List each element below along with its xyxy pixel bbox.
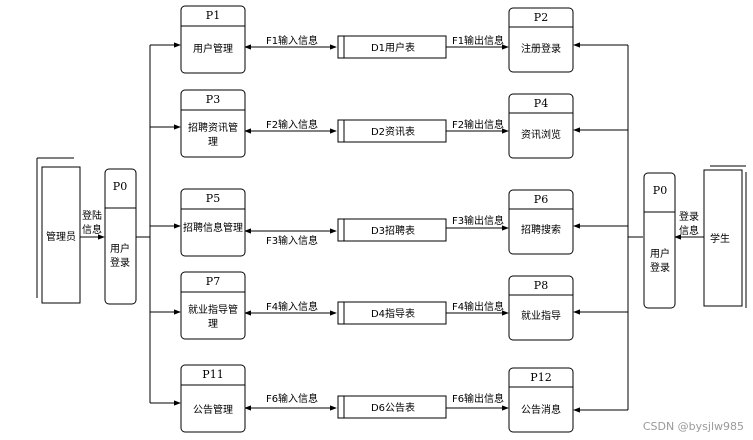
processes-p1-id: P1 [206, 9, 220, 22]
flow-f4-in-label: F4输入信息 [266, 300, 318, 313]
processes-p11-name-lines-0: 公告管理 [193, 403, 233, 416]
processes-p0-left-name-lines-1: 登录 [110, 256, 130, 269]
process-p6: P6 招聘搜索 [508, 189, 574, 255]
processes-p7-name-lines-1: 理 [208, 318, 218, 330]
stores-d2: D2资讯表 [371, 125, 415, 138]
admin-entity: 管理员 [36, 157, 81, 304]
admin-label: 管理员 [46, 230, 76, 243]
process-p12: P12 公告消息 [508, 367, 574, 433]
processes-p4-name-lines-0: 资讯浏览 [521, 128, 561, 141]
flow-f3-out-label: F3输出信息 [452, 214, 504, 227]
process-p2: P2 注册登录 [508, 7, 574, 73]
flow-f2-in-label: F2输入信息 [266, 118, 318, 131]
left-bus [136, 42, 181, 406]
processes-p7-id: P7 [206, 275, 220, 288]
processes-p1-name-lines-0: 用户管理 [193, 42, 233, 55]
processes-p11-id: P11 [202, 368, 223, 381]
store-d4: D4指导表 [337, 301, 447, 325]
student-entity: 学生 [703, 165, 747, 308]
student-label: 学生 [710, 232, 730, 245]
process-p3: P3 招聘资讯管 理 [180, 89, 246, 158]
processes-p8-name-lines-0: 就业指导 [521, 309, 561, 322]
flow-f4-out-label: F4输出信息 [452, 300, 504, 313]
processes-p3-name-lines-0: 招聘资讯管 [188, 121, 238, 134]
student-login-info-line1: 登录 [679, 210, 699, 223]
processes-p0-left-id: P0 [113, 180, 127, 193]
process-p0-left: P0 用户 登录 [104, 168, 137, 305]
process-p1: P1 用户管理 [180, 5, 246, 74]
process-p5: P5 招聘信息管理 [180, 188, 246, 257]
store-d1: D1用户表 [337, 35, 447, 59]
process-p0-right: P0 用户 登录 [643, 172, 676, 309]
processes-p0-left-name-lines-0: 用户 [110, 242, 130, 255]
processes-p0-right-name-lines-0: 用户 [650, 247, 670, 260]
admin-login-info-line2: 信息 [82, 223, 102, 236]
stores-d3: D3招聘表 [371, 224, 415, 237]
store-d2: D2资讯表 [337, 119, 447, 143]
flow-f2-out-label: F2输出信息 [452, 118, 504, 131]
store-d3: D3招聘表 [337, 218, 447, 242]
stores-d1: D1用户表 [371, 41, 415, 54]
process-p4: P4 资讯浏览 [508, 93, 574, 159]
processes-p12-name-lines-0: 公告消息 [521, 403, 561, 416]
stores-d4: D4指导表 [371, 307, 415, 320]
processes-p8-id: P8 [534, 279, 548, 292]
process-p11: P11 公告管理 [180, 364, 246, 433]
processes-p5-id: P5 [206, 192, 220, 205]
store-d6: D6公告表 [337, 395, 447, 419]
flow-f1-out-label: F1输出信息 [452, 34, 504, 47]
processes-p5-name-lines-0: 招聘信息管理 [183, 221, 243, 234]
flow-f6-in-label: F6输入信息 [266, 392, 318, 405]
processes-p6-id: P6 [534, 193, 548, 206]
processes-p0-right-name-lines-1: 登录 [650, 261, 670, 274]
processes-p4-id: P4 [534, 97, 548, 110]
watermark: CSDN @bysjlw985 [643, 420, 744, 433]
admin-login-info-line1: 登陆 [82, 209, 102, 222]
student-login-info-line2: 信息 [679, 224, 699, 237]
processes-p0-right-id: P0 [653, 184, 667, 197]
process-p8: P8 就业指导 [508, 275, 574, 341]
flow-f3-in-label: F3输入信息 [266, 234, 318, 247]
processes-p7-name-lines-0: 就业指导管 [188, 303, 238, 316]
flow-f1-in-label: F1输入信息 [266, 34, 318, 47]
processes-p2-id: P2 [534, 11, 548, 24]
processes-p6-name-lines-0: 招聘搜索 [521, 223, 561, 236]
processes-p3-name-lines-1: 理 [208, 136, 218, 148]
processes-p3-id: P3 [206, 93, 220, 106]
processes-p2-name-lines-0: 注册登录 [521, 42, 561, 55]
process-p7: P7 就业指导管 理 [180, 271, 246, 340]
flow-f6-out-label: F6输出信息 [452, 392, 504, 405]
processes-p12-id: P12 [530, 371, 551, 384]
right-bus [573, 42, 643, 413]
store-flows [244, 44, 509, 411]
stores-d6: D6公告表 [371, 401, 415, 414]
